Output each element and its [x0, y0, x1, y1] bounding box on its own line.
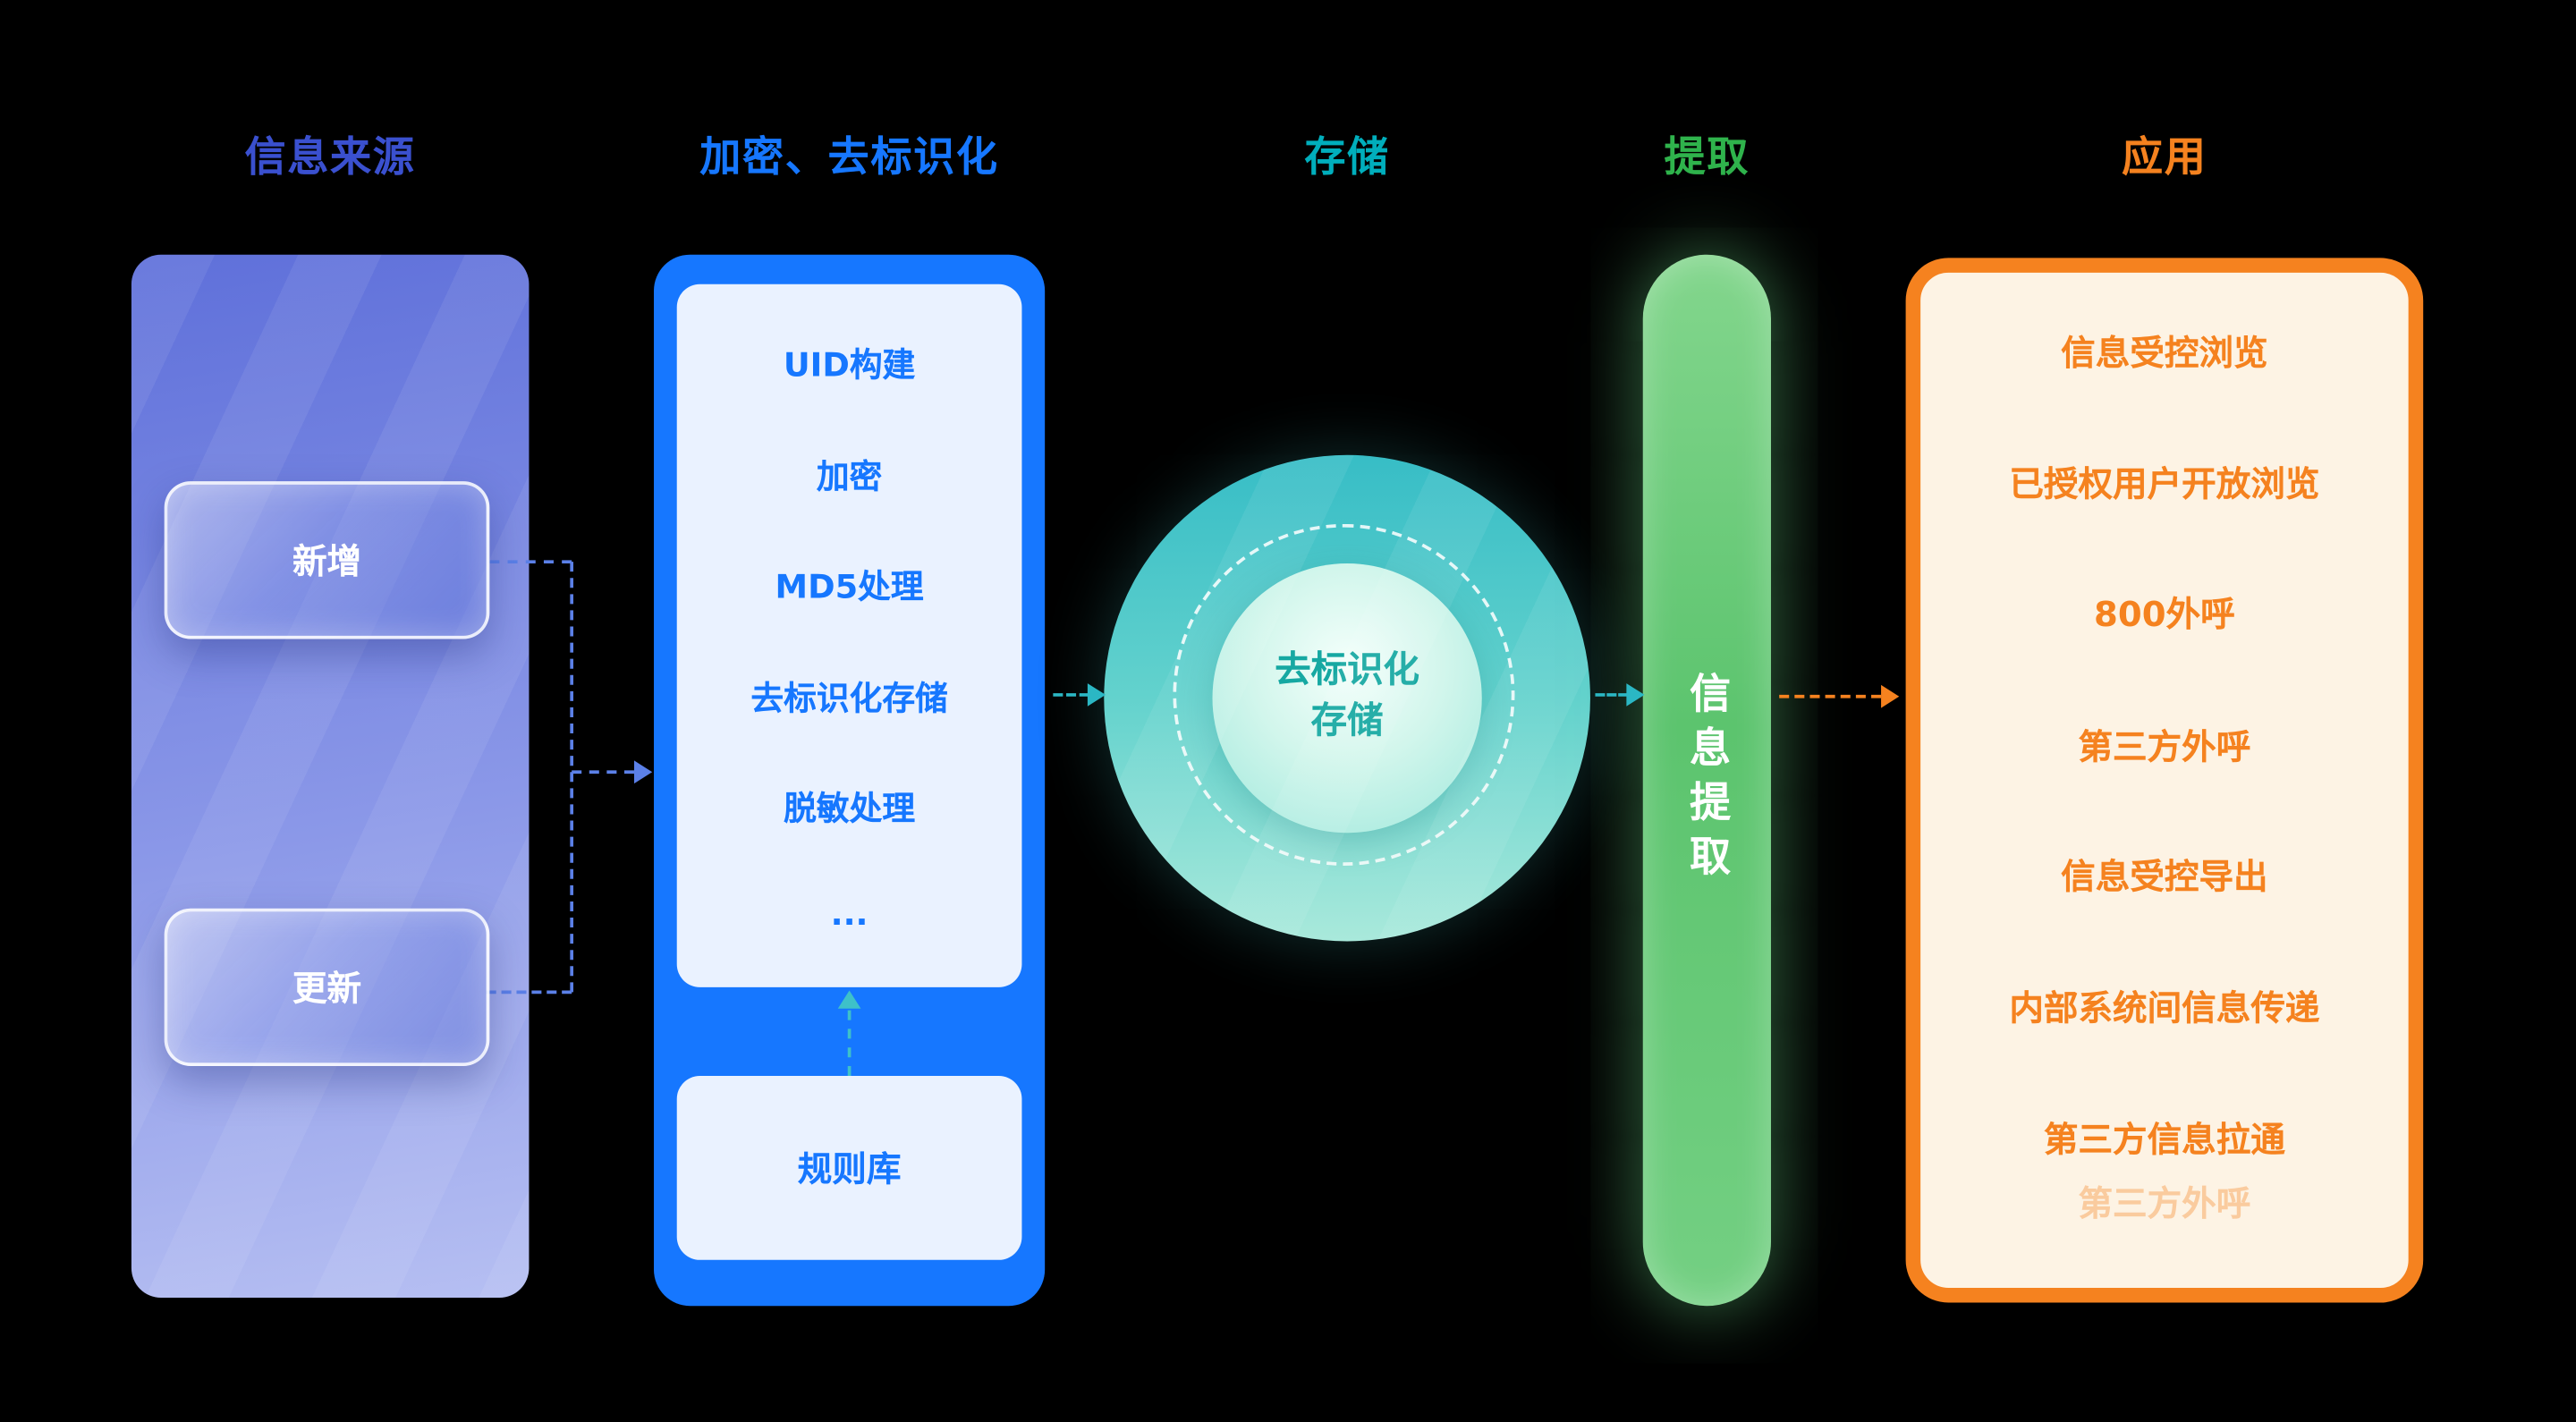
storage-dashed-ring [1173, 523, 1515, 866]
application-item-faded: 第三方外呼 [2078, 1184, 2251, 1224]
arrowhead-up-icon [837, 990, 861, 1009]
stage-header-source: 信息来源 [244, 132, 416, 182]
process-step-mask: 脱敏处理 [784, 789, 916, 829]
process-step-deid: 去标识化存储 [750, 678, 948, 718]
application-item: 信息受控导出 [2061, 857, 2268, 897]
storage-circle-label: 去标识化 存储 [1212, 563, 1482, 834]
stage-header-application: 应用 [2122, 132, 2207, 182]
stage-header-storage: 存储 [1304, 132, 1390, 182]
storage-circle: 去标识化 存储 [1104, 454, 1590, 942]
storage-label-line1: 去标识化 [1275, 650, 1419, 692]
arrowhead-right-icon [1881, 684, 1900, 708]
connector-merge-vertical [570, 562, 574, 993]
process-step-ellipsis: ... [830, 893, 869, 933]
extract-bar: 信息提取 [1642, 254, 1771, 1307]
source-panel: 新增 更新 [131, 254, 530, 1299]
arrowhead-right-icon [1087, 683, 1106, 707]
stage-header-extract: 提取 [1664, 132, 1750, 182]
process-panel: UID构建 加密 MD5处理 去标识化存储 脱敏处理 ... 规则库 [654, 254, 1046, 1307]
rule-library-box: 规则库 [676, 1076, 1022, 1260]
application-item: 第三方信息拉通 [2043, 1120, 2285, 1160]
arrowhead-right-icon [1626, 683, 1645, 707]
connector-source-process [572, 770, 634, 774]
application-item: 第三方外呼 [2078, 727, 2251, 767]
connector-update-stub [486, 990, 572, 995]
storage-label-line2: 存储 [1310, 701, 1384, 743]
application-panel: 信息受控浏览 已授权用户开放浏览 800外呼 第三方外呼 信息受控导出 内部系统… [1905, 258, 2424, 1303]
process-step-encrypt: 加密 [816, 456, 883, 496]
node-update: 更新 [164, 908, 490, 1067]
connector-extract-application [1779, 694, 1882, 698]
process-steps-list: UID构建 加密 MD5处理 去标识化存储 脱敏处理 ... [676, 284, 1022, 987]
application-item: 800外呼 [2094, 594, 2235, 634]
connector-storage-extract [1595, 693, 1629, 697]
connector-add-stub [489, 560, 572, 563]
extract-bar-label: 信息提取 [1683, 672, 1732, 889]
application-item: 已授权用户开放浏览 [2009, 464, 2320, 504]
application-item: 信息受控浏览 [2061, 333, 2268, 373]
process-step-md5: MD5处理 [775, 567, 924, 607]
stage-header-process: 加密、去标识化 [699, 132, 999, 182]
connector-process-storage [1053, 693, 1089, 697]
process-step-uid: UID构建 [783, 345, 916, 385]
application-item: 内部系统间信息传递 [2009, 988, 2320, 1028]
node-add: 新增 [164, 481, 490, 639]
arrowhead-right-icon [633, 760, 653, 784]
rule-library-connector [847, 1010, 852, 1077]
